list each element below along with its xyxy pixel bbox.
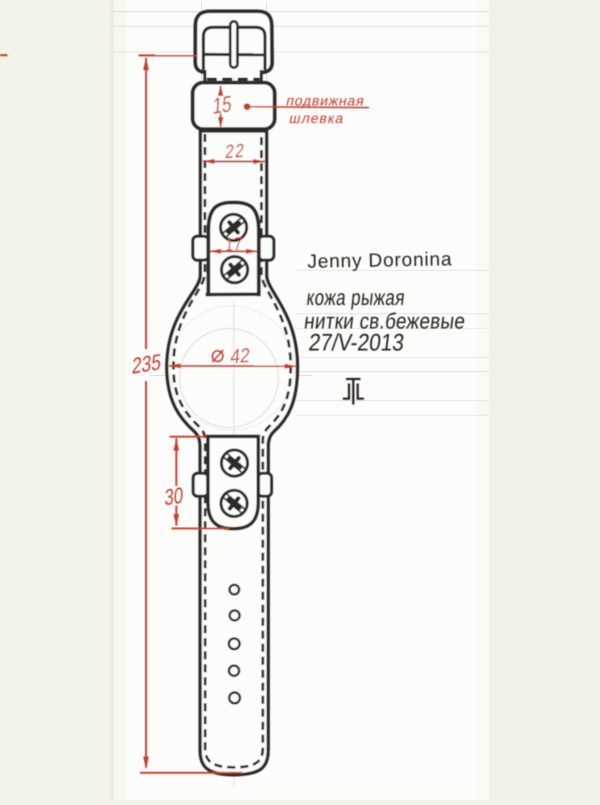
svg-text:42: 42: [229, 345, 251, 369]
svg-text:подвижная: подвижная: [285, 92, 366, 108]
svg-text:17: 17: [224, 233, 243, 256]
svg-text:шлевка: шлевка: [288, 110, 346, 126]
svg-text:15: 15: [212, 92, 232, 119]
svg-text:Jenny Doronina: Jenny Doronina: [307, 249, 452, 273]
svg-text:кожа рыжая: кожа рыжая: [305, 286, 406, 311]
svg-text:27/V-2013: 27/V-2013: [307, 329, 405, 356]
svg-text:235: 235: [131, 350, 162, 379]
svg-text:22: 22: [224, 139, 246, 162]
svg-text:30: 30: [164, 483, 184, 511]
